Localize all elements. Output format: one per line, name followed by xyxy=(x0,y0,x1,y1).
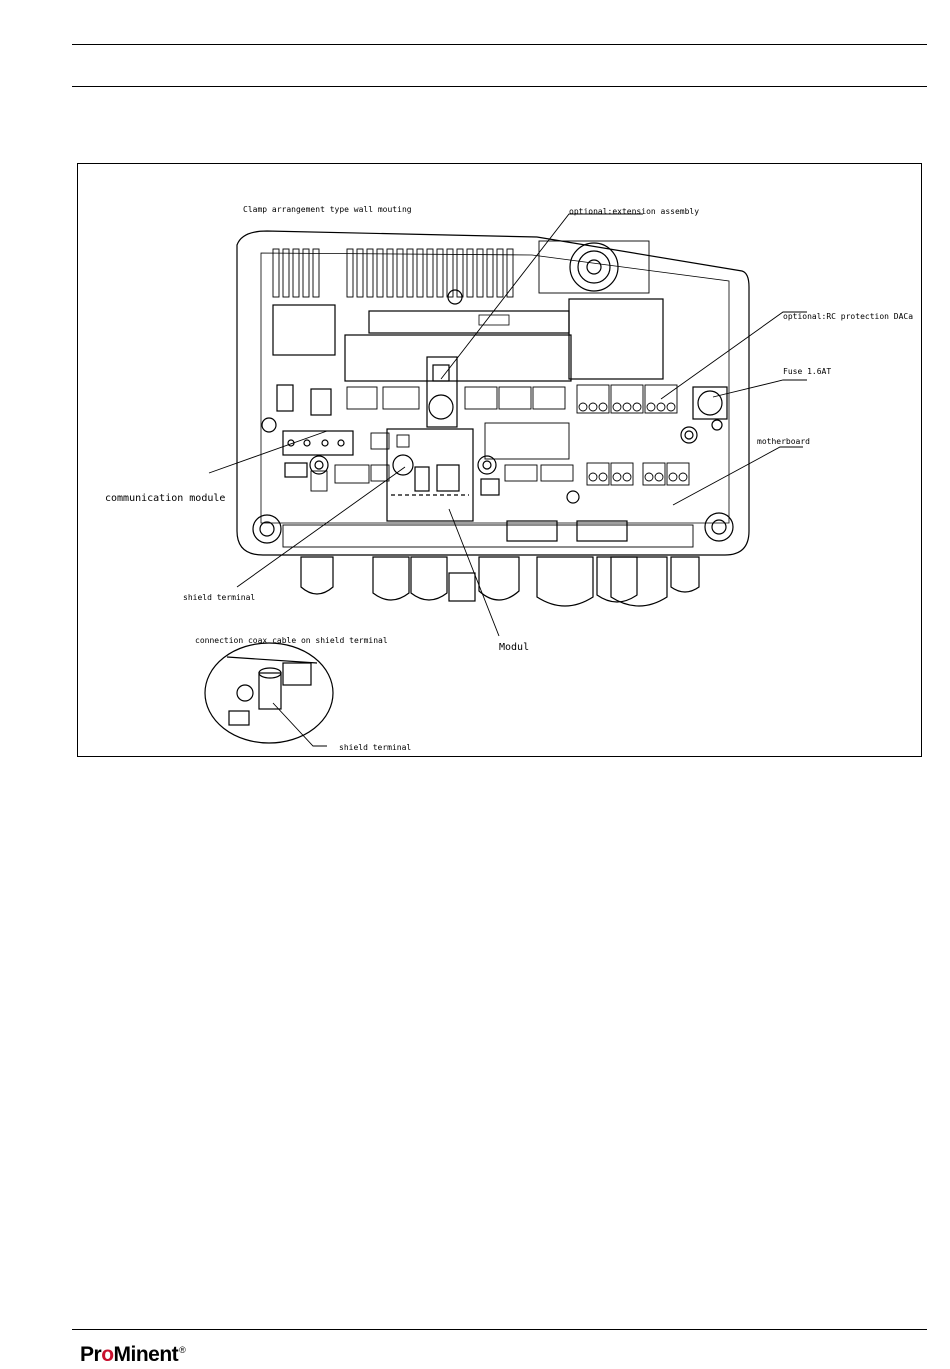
terminal-block-row-middle xyxy=(311,423,689,491)
rc-protection-label: optional:RC protection DACa xyxy=(783,312,913,321)
logo-text-pr: Pr xyxy=(80,1343,101,1366)
motherboard-label: motherboard xyxy=(757,437,810,446)
communication-module-label: communication module xyxy=(105,493,225,504)
footer-rule xyxy=(72,1329,927,1330)
terminal-block-row-upper xyxy=(347,385,677,413)
coax-connection-label: connection coax cable on shield terminal xyxy=(195,636,388,645)
header-rule-top xyxy=(72,44,927,45)
fan-icon xyxy=(539,241,649,293)
leader-shield xyxy=(237,467,405,587)
leader-rc xyxy=(661,312,807,399)
fuse-label: Fuse 1.6AT xyxy=(783,367,831,376)
header-rule-bottom xyxy=(72,86,927,87)
coax-detail xyxy=(205,643,333,743)
controller-wiring-diagram: Clamp arrangement type wall mouting opti… xyxy=(77,163,922,757)
vent-slots xyxy=(273,249,513,297)
prominent-logo: ProMinent® xyxy=(80,1343,185,1367)
shield-terminal-label: shield terminal xyxy=(183,593,255,602)
cable-glands xyxy=(301,557,699,606)
mounting-holes xyxy=(253,513,733,543)
fuse-icon xyxy=(693,387,727,419)
logo-registered-mark: ® xyxy=(179,1345,185,1355)
logo-text-minent: Minent xyxy=(114,1343,179,1366)
housing-inner xyxy=(261,253,729,523)
shield-terminal-detail-label: shield terminal xyxy=(339,743,411,752)
extension-assembly-label: optional:extension assembly xyxy=(569,207,699,216)
leader-motherboard xyxy=(673,447,803,505)
modul-label: Modul xyxy=(499,642,529,653)
logo-text-o: o xyxy=(101,1343,113,1366)
leader-communication xyxy=(209,431,327,473)
clamp-arrangement-label: Clamp arrangement type wall mouting xyxy=(243,205,412,214)
modul-board xyxy=(387,429,499,521)
leader-extension xyxy=(441,214,643,379)
extension-assembly xyxy=(427,357,457,427)
